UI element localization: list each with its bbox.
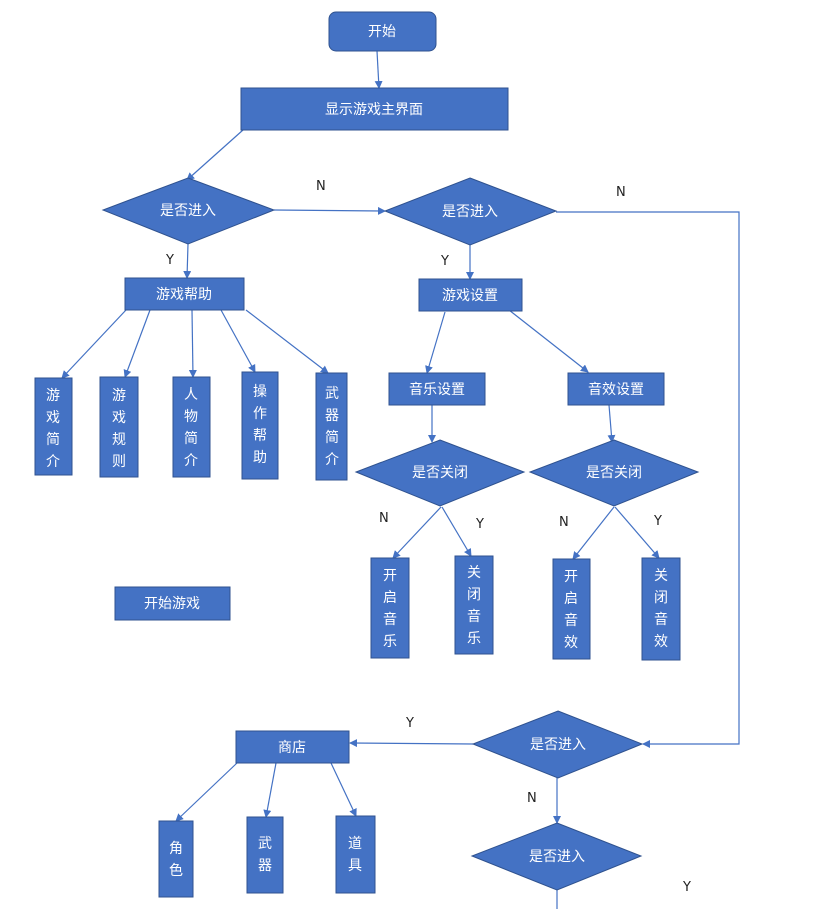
edge-start-to-main — [374, 50, 383, 89]
edge-labels: N N Y Y N Y N Y Y N Y — [165, 179, 691, 895]
edge-help-to-weapon-intro — [245, 309, 329, 374]
edge-decision1-to-help — [183, 243, 192, 279]
edge-sfx-to-close-decision — [607, 404, 616, 443]
edge-label-n-close-music: N — [379, 511, 389, 526]
edge-label-n-close-sfx: N — [559, 515, 569, 530]
node-game-settings — [418, 278, 523, 312]
edge-help-to-character-intro — [188, 309, 197, 378]
label-start-game: 开始游戏 — [144, 596, 200, 612]
label-character: 角色 — [169, 841, 183, 879]
node-character — [158, 820, 194, 898]
node-decision-enter-3 — [471, 710, 644, 779]
label-game-rules: 游戏规则 — [112, 388, 126, 470]
label-game-settings: 游戏设置 — [442, 288, 498, 304]
edges — [61, 50, 740, 909]
label-character-intro: 人物简介 — [184, 387, 198, 469]
edge-decision1-to-decision2 — [273, 206, 386, 215]
node-character-intro — [172, 376, 211, 478]
node-music-settings — [388, 372, 486, 406]
node-decision-close-music — [354, 439, 526, 507]
label-music-on: 开启音乐 — [383, 568, 397, 650]
edge-shop-to-weapon — [263, 762, 277, 818]
edge-shop-to-character — [175, 762, 238, 822]
node-game-intro — [34, 377, 73, 476]
label-sfx-settings: 音效设置 — [588, 381, 644, 398]
node-decision-enter-1 — [101, 177, 276, 245]
label-main-screen: 显示游戏主界面 — [325, 102, 423, 118]
label-decision-enter-2: 是否进入 — [442, 204, 498, 220]
edge-close-music-to-off — [441, 506, 472, 557]
node-weapon — [246, 816, 284, 894]
edge-label-y-decision1: Y — [165, 253, 174, 268]
edge-label-n-decision2: N — [616, 185, 626, 200]
edge-label-y-close-music: Y — [475, 517, 484, 532]
edge-settings-to-music — [425, 311, 446, 374]
edge-label-y-decision2: Y — [440, 254, 449, 269]
edge-decision2-to-decision3 — [556, 211, 740, 748]
edge-label-y-bottom: Y — [682, 880, 691, 895]
node-music-on — [370, 557, 410, 659]
edge-main-to-decision1 — [186, 129, 244, 181]
node-sfx-on — [552, 558, 591, 660]
node-decision-enter-4 — [470, 822, 643, 891]
label-item: 道具 — [348, 836, 362, 874]
node-start — [328, 11, 437, 52]
node-labels: 开始 显示游戏主界面 是否进入 是否进入 游戏帮助 游戏设置 音乐设置 音效设置… — [144, 24, 644, 865]
node-game-help — [124, 277, 245, 311]
edge-help-to-game-intro — [61, 309, 127, 379]
label-game-help: 游戏帮助 — [156, 287, 212, 303]
edge-label-n-decision3: N — [527, 791, 537, 806]
node-shop — [235, 730, 350, 764]
edge-label-n-decision1: N — [316, 179, 326, 194]
label-operation-help: 操作帮助 — [253, 384, 267, 466]
node-weapon-intro — [315, 372, 348, 481]
node-music-off — [454, 555, 494, 655]
edge-shop-to-item — [330, 762, 357, 817]
edge-close-sfx-to-on — [572, 506, 615, 560]
label-sfx-on: 开启音效 — [564, 569, 578, 651]
label-sfx-off: 关闭音效 — [654, 568, 668, 650]
label-music-settings: 音乐设置 — [409, 381, 465, 398]
node-start-game — [114, 586, 231, 621]
node-decision-enter-2 — [383, 177, 558, 246]
label-game-intro: 游戏简介 — [46, 388, 60, 470]
nodes — [34, 11, 700, 898]
edge-settings-to-sfx — [508, 309, 589, 373]
edge-close-music-to-on — [392, 506, 442, 559]
vertical-node-labels: 游戏简介 游戏规则 人物简介 操作帮助 武器简介 开启音乐 关闭音乐 开启音效 … — [46, 384, 668, 879]
edge-label-y-shop: Y — [405, 716, 414, 731]
edge-decision3-to-shop — [349, 739, 474, 748]
label-decision-close-sfx: 是否关闭 — [586, 465, 642, 481]
node-main-screen — [240, 87, 509, 131]
node-sfx-off — [641, 557, 681, 661]
label-decision-enter-4: 是否进入 — [529, 849, 585, 865]
node-sfx-settings — [567, 372, 665, 406]
edge-help-to-game-rules — [123, 309, 151, 378]
label-decision-close-music: 是否关闭 — [412, 465, 468, 481]
label-weapon-intro: 武器简介 — [325, 386, 339, 468]
label-shop: 商店 — [278, 740, 306, 756]
node-operation-help — [241, 371, 279, 480]
label-music-off: 关闭音乐 — [467, 565, 481, 647]
node-decision-close-sfx — [528, 439, 700, 507]
node-item — [335, 815, 376, 894]
edge-close-sfx-to-off — [614, 506, 660, 559]
edge-help-to-operation-help — [220, 309, 256, 373]
label-start: 开始 — [368, 24, 396, 40]
label-decision-enter-3: 是否进入 — [530, 737, 586, 753]
edge-label-y-close-sfx: Y — [653, 514, 662, 529]
label-decision-enter-1: 是否进入 — [160, 203, 216, 219]
node-game-rules — [99, 376, 139, 478]
label-weapon: 武器 — [258, 836, 272, 874]
